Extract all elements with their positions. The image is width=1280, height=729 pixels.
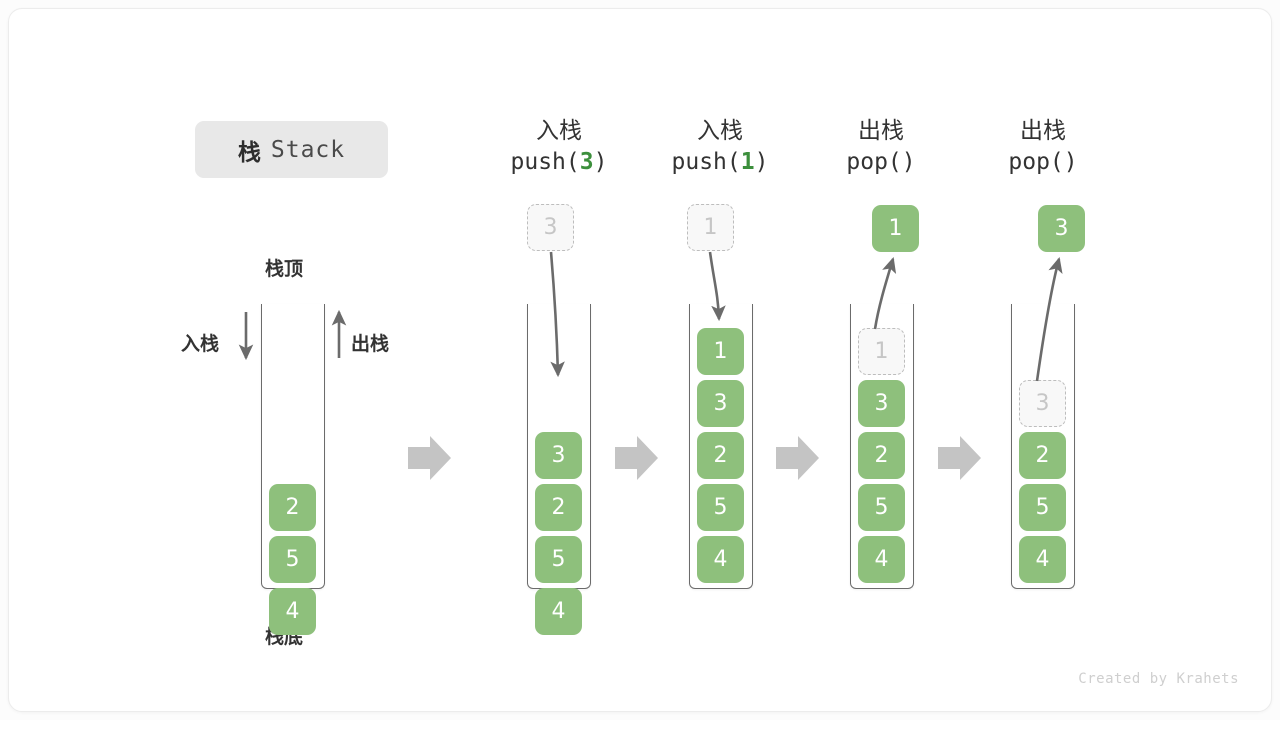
stack-cell: 5	[269, 536, 316, 583]
op-heading-code: push(1)	[645, 145, 795, 179]
op-heading-cn: 出栈	[1020, 117, 1066, 143]
stack-cell: 2	[858, 432, 905, 479]
stack-cell: 2	[535, 484, 582, 531]
stack-cell: 4	[269, 588, 316, 635]
incoming-value-ghost-3: 3	[527, 204, 574, 251]
stack-cell: 4	[535, 588, 582, 635]
op-heading-pop-1: 出栈 pop()	[806, 115, 956, 179]
popped-value-box-1: 1	[872, 205, 919, 252]
op-code-suffix: )	[593, 149, 608, 175]
stack-cell: 5	[535, 536, 582, 583]
stack-top-label: 栈顶	[265, 259, 304, 280]
op-code-prefix: pop(	[1008, 149, 1064, 175]
pop-direction-label: 出栈	[351, 334, 390, 355]
op-heading-cn: 入栈	[697, 117, 743, 143]
outgoing-value-ghost: 1	[858, 328, 905, 375]
op-heading-code: pop()	[968, 145, 1118, 179]
stack-container	[1011, 304, 1075, 589]
stack-cell: 2	[1019, 432, 1066, 479]
diagram-card: 栈 Stack 栈顶 栈底 入栈 出栈 入栈 push(3) 入栈 push(1…	[8, 8, 1272, 712]
popped-value-box-3: 3	[1038, 205, 1085, 252]
title-cn: 栈	[237, 138, 261, 165]
separator-arrow-1	[408, 436, 451, 480]
op-code-suffix: )	[1063, 149, 1078, 175]
op-code-arg: 1	[740, 149, 755, 175]
stack-cell: 4	[1019, 536, 1066, 583]
diagram-title-chip: 栈 Stack	[195, 121, 388, 178]
op-code-prefix: pop(	[846, 149, 902, 175]
stack-cell: 2	[269, 484, 316, 531]
stack-cell: 3	[535, 432, 582, 479]
stack-cell: 3	[697, 380, 744, 427]
stack-cell: 4	[697, 536, 744, 583]
stack-cell: 5	[858, 484, 905, 531]
separator-arrow-3	[776, 436, 819, 480]
stack-cell: 4	[858, 536, 905, 583]
stack-cell: 2	[697, 432, 744, 479]
op-heading-cn: 入栈	[536, 117, 582, 143]
separator-arrow-2	[615, 436, 658, 480]
op-heading-pop-3: 出栈 pop()	[968, 115, 1118, 179]
footer-credit: Created by Krahets	[1078, 671, 1239, 687]
stack-cell: 3	[858, 380, 905, 427]
push-direction-label: 入栈	[181, 334, 220, 355]
op-heading-cn: 出栈	[858, 117, 904, 143]
stack-cell: 5	[697, 484, 744, 531]
op-heading-code: pop()	[806, 145, 956, 179]
stack-cell: 5	[1019, 484, 1066, 531]
op-code-suffix: )	[901, 149, 916, 175]
title-en: Stack	[270, 136, 346, 163]
op-heading-code: push(3)	[484, 145, 634, 179]
op-heading-push-1: 入栈 push(1)	[645, 115, 795, 179]
op-code-prefix: push(	[671, 149, 741, 175]
incoming-value-ghost-1: 1	[687, 204, 734, 251]
op-heading-push-3: 入栈 push(3)	[484, 115, 634, 179]
separator-arrow-4	[938, 436, 981, 480]
op-code-arg: 3	[579, 149, 594, 175]
op-code-prefix: push(	[510, 149, 580, 175]
op-code-suffix: )	[754, 149, 769, 175]
stack-container	[689, 304, 753, 589]
outgoing-value-ghost: 3	[1019, 380, 1066, 427]
stack-cell: 1	[697, 328, 744, 375]
stack-container	[850, 304, 914, 589]
